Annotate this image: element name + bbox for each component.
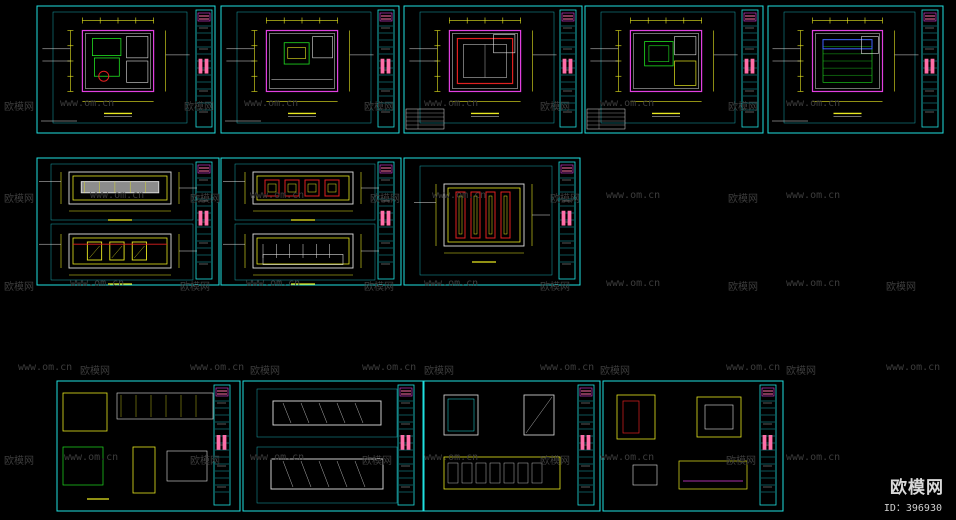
watermark-brand: 欧模网 xyxy=(190,456,220,467)
watermark-url: www.om.cn xyxy=(424,98,479,109)
watermark-url: www.om.cn xyxy=(424,278,479,289)
watermark-brand: 欧模网 xyxy=(728,194,758,205)
watermark-url: www.om.cn xyxy=(60,98,115,109)
watermark-brand: 欧模网 xyxy=(362,456,392,467)
watermark-brand: 欧模网 xyxy=(180,282,210,293)
watermark-brand: 欧模网 xyxy=(886,282,916,293)
watermark-brand: 欧模网 xyxy=(786,366,816,377)
plan-sheet-4 xyxy=(584,5,764,134)
watermark-brand: 欧模网 xyxy=(600,366,630,377)
watermark-brand: 欧模网 xyxy=(540,282,570,293)
watermark-brand: 欧模网 xyxy=(540,456,570,467)
elevation-sheet-2 xyxy=(220,157,402,286)
watermark-brand: 欧模网 xyxy=(4,456,34,467)
watermark-url: www.om.cn xyxy=(600,452,655,463)
watermark-brand: 欧模网 xyxy=(4,102,34,113)
detail-sheet-1 xyxy=(56,380,241,512)
elevation-sheet-1 xyxy=(36,157,220,286)
watermark-url: www.om.cn xyxy=(250,190,305,201)
plan-sheet-5 xyxy=(767,5,944,134)
watermark-url: www.om.cn xyxy=(540,362,595,373)
watermark-url: www.om.cn xyxy=(246,278,301,289)
watermark-brand: 欧模网 xyxy=(250,366,280,377)
watermark-url: www.om.cn xyxy=(90,190,145,201)
watermark-brand: 欧模网 xyxy=(4,282,34,293)
watermark-url: www.om.cn xyxy=(786,190,841,201)
watermark-brand: 欧模网 xyxy=(550,194,580,205)
watermark-url: www.om.cn xyxy=(18,362,73,373)
plan-sheet-3 xyxy=(403,5,583,134)
watermark-url: www.om.cn xyxy=(606,190,661,201)
model-id-label: ID：396930 xyxy=(883,503,942,514)
watermark-brand: 欧模网 xyxy=(364,102,394,113)
watermark-url: www.om.cn xyxy=(786,452,841,463)
watermark-brand: 欧模网 xyxy=(184,102,214,113)
watermark-brand: 欧模网 xyxy=(540,102,570,113)
watermark-url: www.om.cn xyxy=(424,452,479,463)
watermark-brand: 欧模网 xyxy=(80,366,110,377)
watermark-brand: 欧模网 xyxy=(364,282,394,293)
watermark-brand: 欧模网 xyxy=(728,102,758,113)
watermark-url: www.om.cn xyxy=(786,278,841,289)
watermark-brand: 欧模网 xyxy=(424,366,454,377)
elevation-sheet-3 xyxy=(403,157,581,286)
watermark-url: www.om.cn xyxy=(362,362,417,373)
plan-sheet-1 xyxy=(36,5,216,134)
site-logo: 欧模网 xyxy=(890,478,944,498)
detail-sheet-4 xyxy=(602,380,784,512)
watermark-url: www.om.cn xyxy=(64,452,119,463)
watermark-url: www.om.cn xyxy=(726,362,781,373)
watermark-url: www.om.cn xyxy=(432,190,487,201)
watermark-url: www.om.cn xyxy=(886,362,941,373)
watermark-url: www.om.cn xyxy=(606,278,661,289)
watermark-brand: 欧模网 xyxy=(726,456,756,467)
watermark-url: www.om.cn xyxy=(600,98,655,109)
watermark-url: www.om.cn xyxy=(786,98,841,109)
watermark-url: www.om.cn xyxy=(190,362,245,373)
watermark-url: www.om.cn xyxy=(244,98,299,109)
watermark-brand: 欧模网 xyxy=(190,194,220,205)
watermark-brand: 欧模网 xyxy=(4,194,34,205)
watermark-url: www.om.cn xyxy=(70,278,125,289)
watermark-brand: 欧模网 xyxy=(370,194,400,205)
detail-sheet-2 xyxy=(242,380,424,512)
plan-sheet-2 xyxy=(220,5,400,134)
detail-sheet-3 xyxy=(423,380,601,512)
watermark-brand: 欧模网 xyxy=(728,282,758,293)
watermark-url: www.om.cn xyxy=(250,452,305,463)
